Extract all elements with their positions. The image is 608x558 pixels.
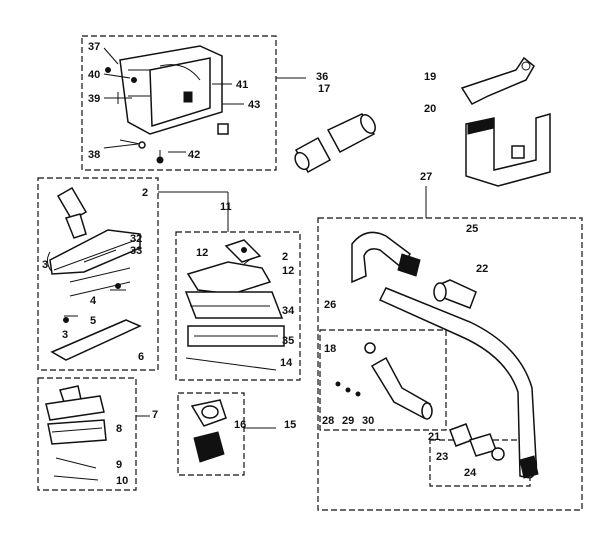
label-4: 4 [90,295,97,307]
label-18: 18 [324,343,337,355]
group-box-15 [177,392,245,476]
label-9: 9 [116,459,123,471]
label-33: 33 [130,245,143,257]
label-8: 8 [116,423,123,435]
label-12-top: 12 [196,247,209,259]
label-10: 10 [116,475,129,487]
label-3-top: 3 [42,259,49,271]
group-box-26 [319,329,447,431]
attachment-caddy [105,45,229,164]
group-box-2 [37,177,159,371]
dusting-brush [190,399,227,463]
label-11: 11 [220,201,232,213]
label-23: 23 [436,451,449,463]
label-12-side: 12 [282,265,295,277]
label-5: 5 [90,315,97,327]
label-16: 16 [234,419,247,431]
hose-couplings [449,423,539,479]
label-24: 24 [464,467,477,479]
group-box-36 [81,35,277,171]
label-29: 29 [342,415,355,427]
label-34: 34 [282,305,295,317]
label-19: 19 [424,71,437,83]
label-32: 32 [130,233,143,245]
floor-brush [46,186,142,361]
label-26: 26 [324,299,337,311]
label-14: 14 [280,357,293,369]
label-3-bottom: 3 [62,329,69,341]
label-15: 15 [284,419,297,431]
group-box-7 [37,377,137,491]
label-39: 39 [88,93,101,105]
label-41: 41 [236,79,249,91]
rug-nozzle [184,239,285,371]
label-27: 27 [420,171,433,183]
leader-lines [103,47,427,429]
wand-tubes [294,113,376,174]
hose-handle [335,342,433,420]
label-30: 30 [362,415,375,427]
label-28: 28 [322,415,335,427]
label-2-floor: 2 [142,187,149,199]
label-6: 6 [138,351,145,363]
label-40: 40 [88,69,101,81]
wall-bracket [465,113,551,187]
label-17: 17 [318,83,331,95]
group-box-11 [175,231,301,381]
label-7: 7 [152,409,159,421]
label-20: 20 [424,103,437,115]
label-21: 21 [428,431,441,443]
group-box-27 [317,217,583,511]
label-36: 36 [316,71,329,83]
label-43: 43 [248,99,261,111]
label-22: 22 [476,263,489,275]
label-38: 38 [88,149,101,161]
hose-assembly [351,231,538,479]
storage-hook [460,56,535,105]
label-25: 25 [466,223,479,235]
upholstery-tool [45,385,107,481]
label-42: 42 [188,149,201,161]
label-2-rug: 2 [282,251,289,263]
label-35: 35 [282,335,295,347]
label-37: 37 [88,41,101,53]
